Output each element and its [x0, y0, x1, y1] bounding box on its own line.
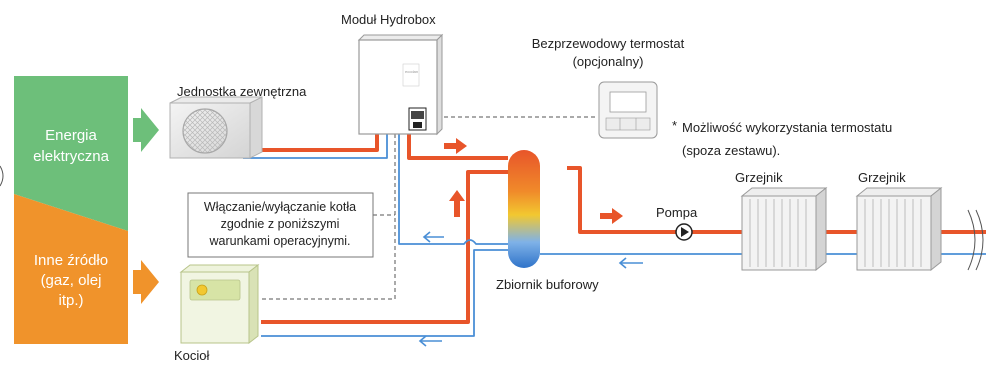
svg-text:Inne źródło: Inne źródło [34, 252, 108, 269]
svg-text:*: * [672, 118, 677, 133]
boiler-control-callout: Włączanie/wyłączanie kotła zgodnie z pon… [187, 192, 374, 258]
pipe-continuation-icon [967, 209, 984, 271]
svg-text:Moduł Hydrobox: Moduł Hydrobox [341, 12, 436, 27]
svg-text:(opcjonalny): (opcjonalny) [573, 54, 644, 69]
svg-text:Grzejnik: Grzejnik [858, 170, 906, 185]
svg-text:elektryczna: elektryczna [33, 148, 110, 165]
svg-text:Możliwość wykorzystania termos: Możliwość wykorzystania termostatu [682, 120, 892, 135]
svg-text:(spoza zestawu).: (spoza zestawu). [682, 143, 780, 158]
arrow-right-icon [133, 108, 159, 152]
hydrobox-module: Moduł Hydrobox ecodan [341, 12, 444, 136]
radiator-2: Grzejnik [855, 170, 943, 272]
arrow-right-icon [133, 260, 159, 304]
svg-text:zgodnie z poniższymi: zgodnie z poniższymi [221, 217, 340, 231]
wireless-thermostat: Bezprzewodowy termostat (opcjonalny) [532, 36, 685, 139]
svg-text:Jednostka zewnętrzna: Jednostka zewnętrzna [177, 84, 307, 99]
svg-text:itp.): itp.) [58, 292, 83, 309]
svg-text:(gaz, olej: (gaz, olej [41, 272, 102, 289]
radiator-1: Grzejnik [735, 170, 828, 272]
boiler-indicator-icon [196, 284, 208, 296]
thermostat-note: * Możliwość wykorzystania termostatu (sp… [672, 118, 892, 158]
other-energy-source: Inne źródło (gaz, olej itp.) [14, 194, 128, 344]
edge-bracket [0, 165, 4, 187]
flow-arrow-icon [444, 138, 623, 224]
svg-text:warunkami operacyjnymi.: warunkami operacyjnymi. [208, 234, 350, 248]
buffer-tank: Zbiornik buforowy [496, 150, 599, 292]
svg-text:Zbiornik buforowy: Zbiornik buforowy [496, 277, 599, 292]
svg-text:Bezprzewodowy termostat: Bezprzewodowy termostat [532, 36, 685, 51]
svg-text:Grzejnik: Grzejnik [735, 170, 783, 185]
pump-icon [681, 227, 689, 237]
control-wiring [259, 116, 598, 300]
fan-grille-icon [182, 108, 228, 154]
boiler: Kocioł [174, 263, 260, 363]
svg-text:Pompa: Pompa [656, 205, 698, 220]
flow-arrow-icon [418, 231, 643, 347]
outdoor-unit: Jednostka zewnętrzna [169, 84, 307, 159]
svg-text:ecodan: ecodan [405, 69, 418, 74]
svg-text:Włączanie/wyłączanie kotła: Włączanie/wyłączanie kotła [204, 200, 356, 214]
electric-energy-source: Energia elektryczna [14, 76, 128, 231]
svg-text:Kocioł: Kocioł [174, 348, 210, 363]
svg-text:Energia: Energia [45, 127, 97, 144]
pump: Pompa [656, 205, 698, 241]
